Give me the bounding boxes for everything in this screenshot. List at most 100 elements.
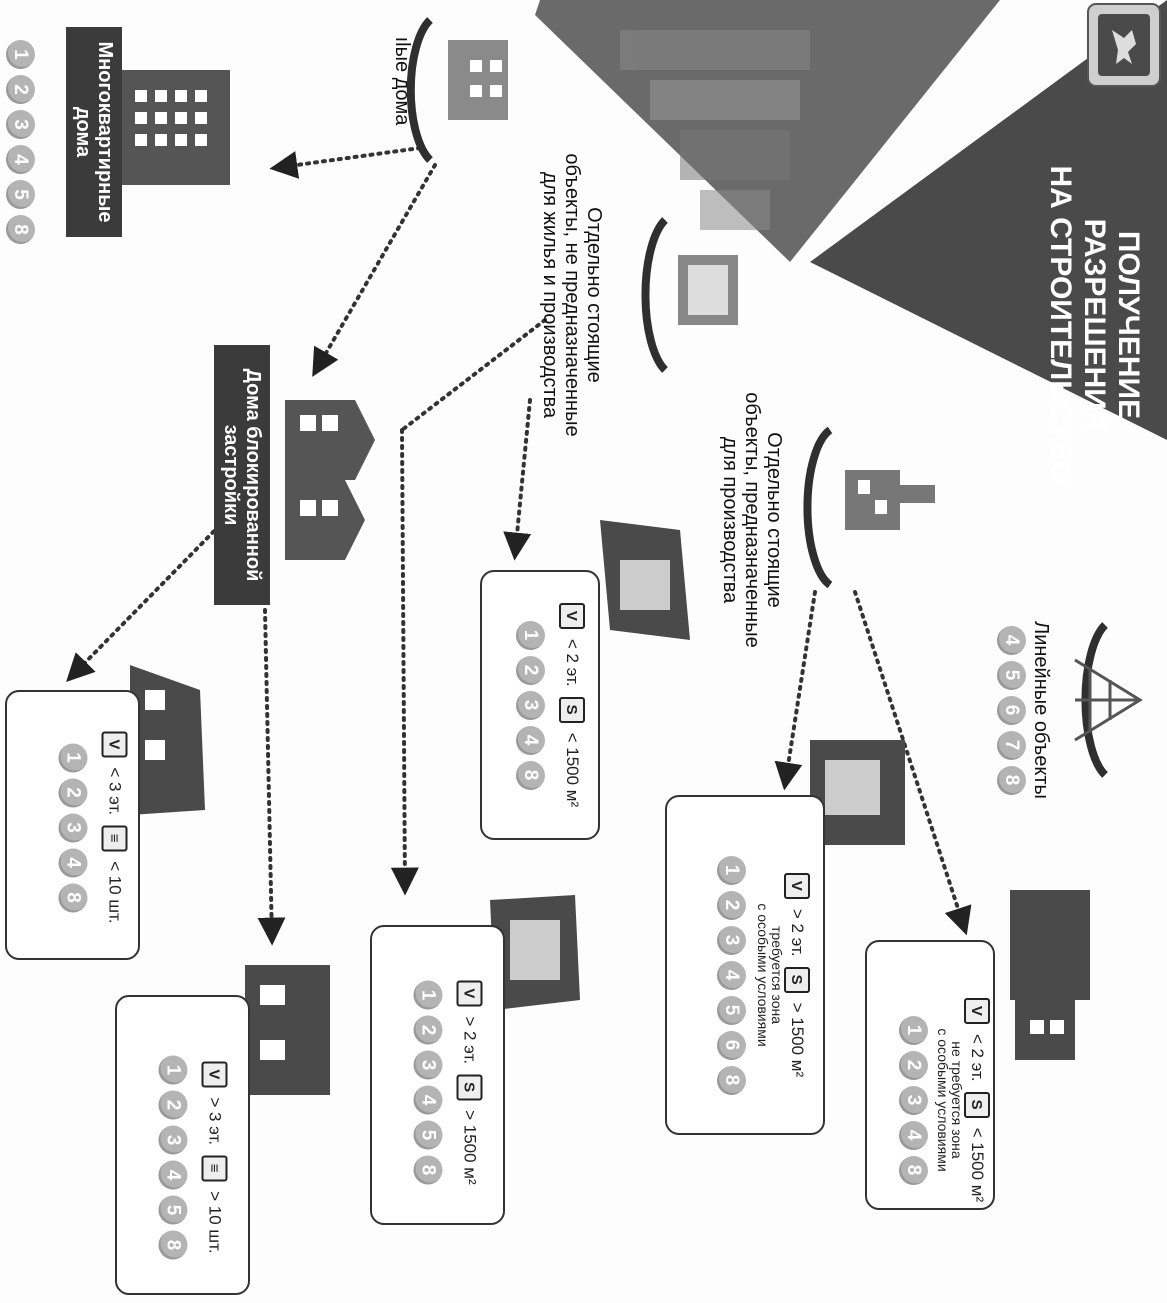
area-value: > 1500 м² — [460, 1110, 480, 1185]
apartment-label-1: Многоквартирные — [94, 41, 116, 223]
step-num: 1 — [58, 743, 88, 772]
units-badge-icon: ≡ — [101, 825, 128, 852]
card-nonres-small-content: V < 2 эт. S < 1500 м² 1 2 3 4 8 — [495, 585, 585, 825]
step-num: 2 — [717, 890, 746, 920]
floors-badge-icon: V — [201, 1061, 228, 1088]
card-factory-large-icon — [810, 740, 905, 845]
step-num: 3 — [413, 1050, 443, 1080]
floors-value: > 2 эт. — [460, 1016, 480, 1065]
connector-blocked — [312, 163, 437, 377]
units-value: < 10 шт. — [105, 861, 125, 924]
step-num: 3 — [717, 925, 746, 955]
step-num: 1 — [516, 620, 545, 650]
step-num: 4 — [997, 625, 1026, 655]
blocked-label-2: застройки — [220, 424, 242, 526]
page-title: ПОЛУЧЕНИЕ РАЗРЕШЕНИЯ НА СТРОИТЕЛЬСТВО — [1035, 135, 1145, 515]
category-blocked: Дома блокированной застройки — [210, 345, 270, 605]
step-num: 8 — [717, 1065, 746, 1095]
step-num: 4 — [6, 145, 35, 174]
floors-badge-icon: V — [964, 997, 990, 1024]
step-num: 4 — [58, 848, 88, 877]
connector-prod-large — [853, 590, 972, 936]
step-num: 8 — [6, 215, 35, 244]
card-factory-small-icon — [1010, 890, 1090, 1060]
floors-value: < 2 эт. — [563, 638, 582, 687]
category-apartment: Многоквартирные дома — [66, 27, 122, 237]
category-linear: Линейные объекты 4 5 6 7 8 — [992, 590, 1052, 830]
apartment-label-2: дома — [72, 106, 94, 158]
area-badge-icon: S — [964, 1091, 990, 1118]
zone-note-1: требуется зона — [769, 926, 785, 1024]
step-num: 5 — [717, 995, 746, 1025]
blocked-label: Дома блокированной застройки — [214, 345, 270, 605]
step-num: 6 — [997, 695, 1026, 725]
area-badge-icon: S — [456, 1074, 483, 1101]
title-line-1: ПОЛУЧЕНИЕ — [1112, 230, 1145, 420]
linear-label: Линейные объекты — [1030, 621, 1052, 799]
step-num: 2 — [158, 1090, 188, 1120]
card-townhouse-large-icon — [245, 965, 330, 1095]
card-warehouse-small-icon — [600, 520, 690, 640]
nonres-label-1: Отдельно стоящие — [583, 207, 605, 383]
step-num: 8 — [516, 760, 545, 790]
card-nonres-large-content: V > 2 эт. S > 1500 м² 1 2 3 4 5 8 — [388, 948, 483, 1218]
area-value: < 1500 м² — [968, 1127, 987, 1203]
connector-nonres-large-a — [400, 318, 547, 432]
title-line-3: НА СТРОИТЕЛЬСТВО — [1044, 165, 1077, 485]
nonres-label-2: объекты, не предназначенные — [561, 153, 583, 437]
apartment-building-icon — [120, 70, 230, 185]
step-num: 6 — [717, 1030, 746, 1060]
area-badge-icon: S — [559, 696, 585, 723]
step-num: 8 — [58, 883, 88, 912]
apartment-label: Многоквартирные дома — [66, 27, 122, 237]
townhouse-icon — [285, 400, 375, 560]
factory-icon — [845, 470, 935, 530]
step-num: 2 — [6, 75, 35, 104]
floors-value: < 3 эт. — [105, 767, 125, 816]
floors-value: < 2 эт. — [968, 1033, 987, 1082]
area-value: < 1500 м² — [563, 732, 582, 808]
step-num: 3 — [899, 1085, 928, 1115]
connector-blocked-small — [66, 518, 227, 682]
step-num: 1 — [413, 980, 443, 1010]
area-value: > 1500 м² — [788, 1002, 807, 1078]
step-num: 2 — [899, 1050, 928, 1080]
production-label-1: Отдельно стоящие — [763, 432, 785, 608]
zone-note-2: с особыми условиями — [755, 903, 771, 1047]
category-residential: ılые дома — [387, 11, 413, 151]
step-num: 2 — [58, 778, 88, 807]
house-icon — [448, 40, 508, 120]
step-num: 8 — [413, 1155, 443, 1185]
floors-badge-icon: V — [101, 731, 128, 758]
connector-prod-small — [774, 590, 817, 791]
step-num: 5 — [997, 660, 1026, 690]
blocked-label-1: Дома блокированной — [242, 368, 264, 582]
step-num: 5 — [6, 180, 35, 209]
card-blocked-small-content: V < 3 эт. ≡ < 10 шт. 1 2 3 4 8 — [33, 708, 128, 948]
zone-note-2: с особыми условиями — [935, 1028, 951, 1172]
connector-apartment — [269, 146, 422, 179]
step-num: 4 — [413, 1085, 443, 1115]
floors-badge-icon: V — [784, 872, 810, 899]
apartment-nums: 1 2 3 4 5 8 — [1, 22, 35, 262]
step-num: 4 — [899, 1120, 928, 1150]
step-num: 4 — [717, 960, 746, 990]
deer-emblem-icon — [1087, 3, 1161, 87]
zone-note-1: не требуется зона — [949, 1041, 965, 1159]
floors-badge-icon: V — [559, 602, 585, 629]
header-dark-triangle — [810, 0, 1167, 440]
step-num: 3 — [516, 690, 545, 720]
step-num: 8 — [997, 765, 1026, 795]
production-base-icon — [803, 426, 833, 589]
production-label-2: объекты, предназначенные — [741, 392, 763, 648]
step-num: 7 — [997, 730, 1026, 760]
step-num: 4 — [158, 1160, 188, 1190]
power-tower-icon — [1074, 658, 1143, 742]
floors-badge-icon: V — [456, 980, 483, 1007]
warehouse-icon — [678, 255, 738, 325]
step-num: 5 — [158, 1195, 188, 1225]
card-prod-large-content: V > 2 эт. S > 1500 м² требуется зона с о… — [680, 825, 810, 1125]
step-num: 3 — [158, 1125, 188, 1155]
